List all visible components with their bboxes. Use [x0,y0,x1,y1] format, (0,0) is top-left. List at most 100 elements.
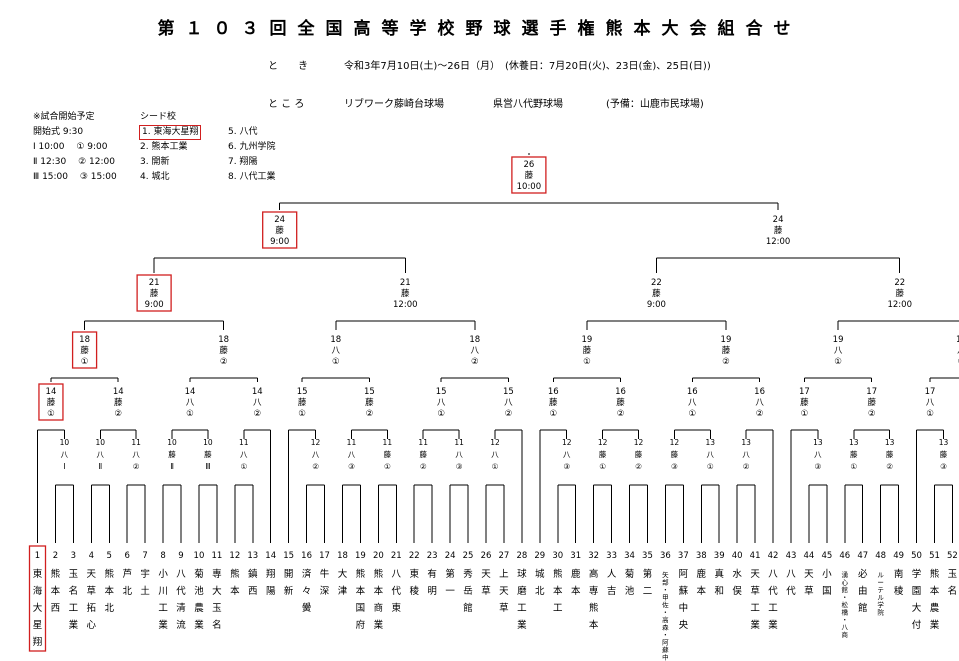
team-name: 八代東 [392,569,402,614]
team-name: 牛深 [320,568,330,597]
svg-text:玉: 玉 [69,569,79,580]
match-venue: 八 [455,450,463,459]
match-slot: 12:00 [766,237,791,247]
match-venue: 八 [471,346,480,356]
svg-text:農: 農 [194,602,204,614]
svg-text:代: 代 [392,586,402,597]
match-day: 19 [956,335,959,345]
match-day: 10 [167,438,177,447]
team-number: 11 [211,551,222,561]
match-venue: 藤 [616,397,625,408]
match-venue: 藤 [150,288,159,299]
team-name: 宇土 [140,568,150,597]
match-venue: 八 [834,346,843,356]
svg-text:・: ・ [662,631,669,639]
svg-text:翔: 翔 [33,636,43,648]
team-name: 熊本北 [105,568,115,614]
team-number: 12 [229,551,240,561]
svg-text:岳: 岳 [463,585,473,597]
svg-text:草: 草 [750,585,760,597]
highlight-box [38,383,64,421]
svg-text:工: 工 [69,603,79,614]
match-slot: ① [688,409,696,419]
match-day: 24 [773,215,784,225]
match-day: 19 [721,335,732,345]
svg-text:農: 農 [930,602,940,614]
team-name: 天草 [481,569,491,597]
svg-text:二: 二 [643,586,653,597]
svg-text:天: 天 [87,569,97,580]
svg-text:熊: 熊 [930,568,940,580]
match-day: 16 [754,387,765,397]
match-venue: 藤 [635,449,643,459]
svg-text:津: 津 [338,586,348,597]
svg-text:ー: ー [877,579,884,587]
svg-text:テ: テ [877,586,884,594]
match-venue: 藤 [168,449,176,459]
team-name: 熊本工 [553,568,563,614]
svg-text:俣: 俣 [732,585,742,597]
match-day: 17 [866,387,877,397]
match-venue: 八 [312,450,320,459]
match-venue: 藤 [275,225,284,236]
team-number: 36 [660,551,671,561]
match-day: 14 [113,387,124,397]
svg-text:専: 専 [212,568,222,580]
team-name: 鹿本 [571,568,581,597]
team-name: 鹿本 [697,568,707,597]
svg-text:南: 南 [894,568,904,580]
svg-text:草: 草 [499,602,509,614]
team-number: 27 [499,551,510,561]
svg-text:玉: 玉 [212,603,222,614]
svg-text:院: 院 [877,608,884,617]
seed-item: 8. 八代工業 [228,172,276,182]
match-day: 11 [454,438,464,447]
svg-text:心: 心 [87,620,97,631]
match-venue: 八 [61,450,69,459]
tournament-dates: 令和3年7月10日(土)～26日（月） (休養日：7月20日(火)、23日(金)… [344,61,711,72]
team-name: 城北 [535,569,545,597]
match-venue: 八 [742,450,750,459]
match-slot: ③ [671,462,678,471]
svg-text:西: 西 [51,603,61,614]
match-venue: 藤 [549,397,558,408]
team-number: 43 [786,551,797,561]
svg-text:工: 工 [768,603,778,614]
match-day: 12 [311,438,321,447]
svg-text:専: 専 [589,585,599,597]
team-number: 21 [391,551,402,561]
team-number: 30 [552,551,563,561]
team-name: 大津 [338,568,348,597]
match-day: 12 [670,438,680,447]
team-number: 22 [409,551,420,561]
match-venue: 藤 [722,345,731,356]
svg-text:・: ・ [842,616,849,624]
start-time-line: 開始式 9:30 [33,127,84,137]
svg-text:学: 学 [877,600,884,609]
team-number: 18 [337,551,348,561]
match-day: 10 [203,438,213,447]
svg-text:北: 北 [105,603,115,614]
start-times-legend: ※試合開始予定 開始式 9:30 Ⅰ 10:00 ① 9:00 Ⅱ 12:30 … [33,110,117,185]
match-day: 11 [131,438,141,447]
match-slot: ② [133,462,140,471]
match-day: 10 [60,438,70,447]
svg-text:真: 真 [714,568,724,580]
match-venue: 八 [563,450,571,459]
svg-text:工: 工 [553,603,563,614]
match-slot: ① [81,357,89,367]
team-number: 19 [355,551,366,561]
match-slot: ① [834,357,842,367]
match-slot: Ⅱ [98,462,102,471]
match-slot: ② [505,409,513,419]
seed-item: 4. 城北 [140,172,170,182]
svg-text:府: 府 [356,619,366,631]
match-slot: ① [384,462,391,471]
team-name: 小国 [822,569,832,597]
seed-item: 2. 熊本工業 [140,142,188,152]
svg-text:名: 名 [948,585,958,597]
match-slot: ③ [940,462,947,471]
